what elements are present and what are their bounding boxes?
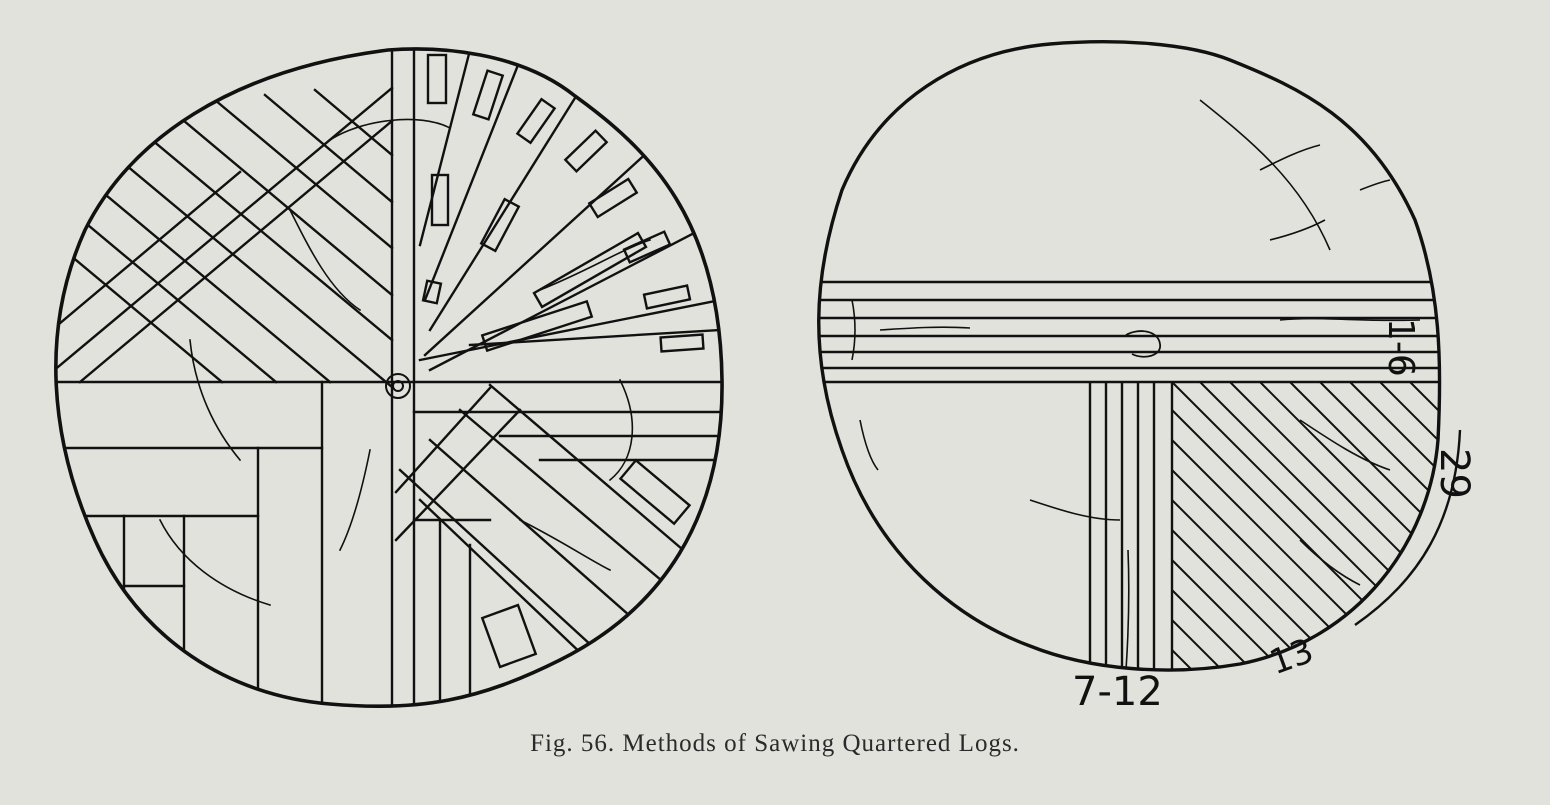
horizontal-boards-1-6 [800,282,1445,382]
top-right-radial-boards [420,50,720,370]
top-left-diagonal-boards [40,88,392,387]
vertical-boards-7-12 [1090,382,1172,700]
label-boards-1-6: 1-6 [1382,318,1418,377]
diagonal-boards-13-29 [1172,382,1460,698]
right-log [800,42,1460,700]
right-log-grain [852,100,1420,670]
label-boards-7-12: 7-12 [1072,672,1163,712]
left-log [40,40,730,720]
figure-caption: Fig. 56. Methods of Sawing Quartered Log… [0,730,1550,758]
label-boards-29: 29 [1434,448,1474,499]
